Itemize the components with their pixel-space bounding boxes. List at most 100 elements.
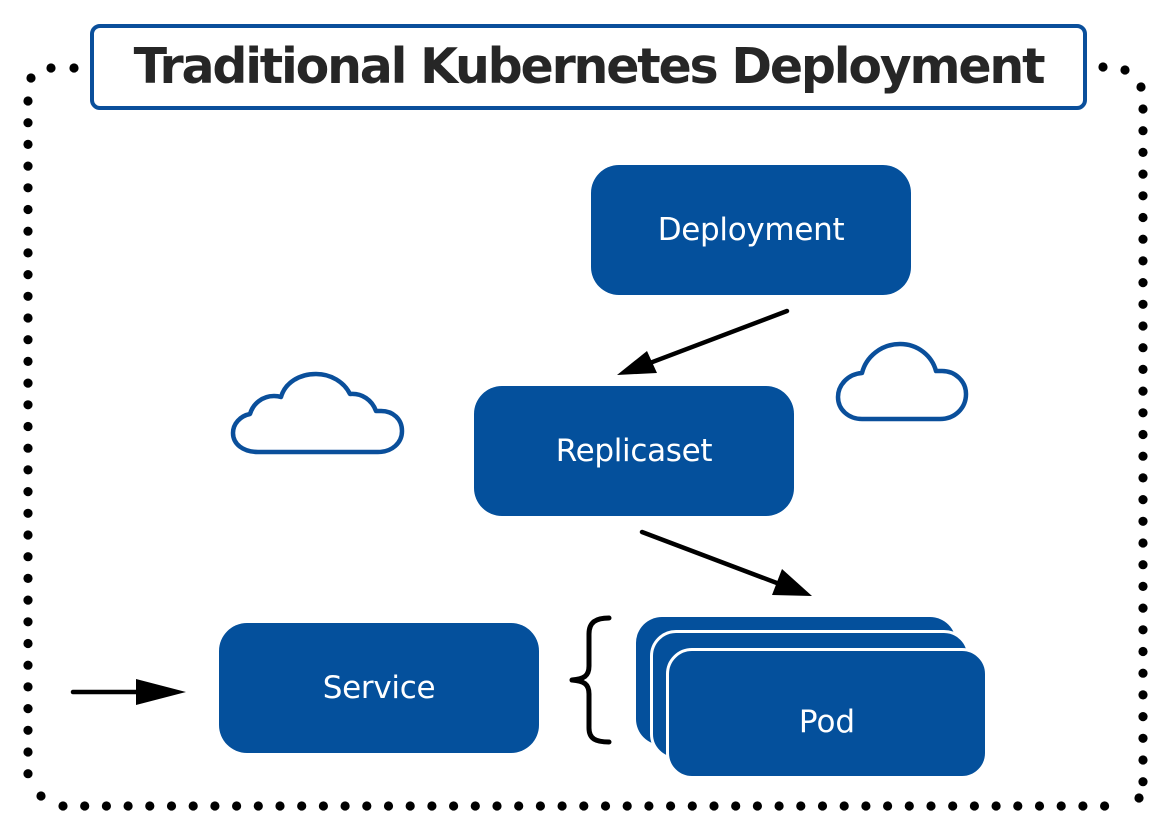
frame-dot <box>1138 126 1148 136</box>
frame-dot <box>23 769 33 779</box>
frame-dot <box>1078 801 1088 811</box>
frame-dot <box>1138 646 1148 657</box>
frame-dot <box>101 801 111 811</box>
frame-dot <box>1138 473 1148 483</box>
frame-dot <box>644 801 654 811</box>
frame-dot <box>1100 801 1110 811</box>
frame-dot <box>23 313 33 323</box>
frame-dot <box>23 617 33 627</box>
frame-dot <box>1138 408 1148 418</box>
frame-dot <box>23 682 33 692</box>
frame-dot <box>253 801 263 811</box>
frame-dot <box>622 801 632 811</box>
frame-dot <box>449 801 459 811</box>
frame-dot <box>23 552 33 562</box>
frame-dot <box>23 487 33 497</box>
frame-dot <box>23 573 33 584</box>
frame-dot <box>1138 256 1148 266</box>
frame-dot <box>23 291 33 301</box>
frame-dot <box>210 801 220 811</box>
frame-dot <box>23 118 33 128</box>
frame-dot <box>23 139 33 149</box>
frame-dot <box>731 801 741 811</box>
frame-dot <box>687 801 697 811</box>
frame-dot <box>969 801 980 811</box>
frame-dot <box>774 801 784 811</box>
frame-dot <box>23 465 33 475</box>
frame-dot <box>166 801 177 811</box>
frame-dot <box>23 226 33 236</box>
arrowhead <box>617 351 657 375</box>
frame-dot <box>1056 801 1066 811</box>
pod-node: Pod <box>666 648 988 779</box>
frame-dot <box>23 747 33 757</box>
frame-dot <box>557 801 567 811</box>
frame-dot <box>1120 65 1130 75</box>
frame-dot <box>23 704 33 714</box>
frame-dot <box>1138 147 1148 157</box>
frame-dot <box>1138 169 1148 179</box>
frame-dot <box>948 801 958 811</box>
frame-dot <box>926 801 936 811</box>
frame-dot <box>991 801 1001 811</box>
frame-dot <box>1138 429 1148 440</box>
frame-dot <box>23 725 33 735</box>
frame-dot <box>796 801 806 811</box>
frame-dot <box>1013 801 1023 811</box>
frame-dot <box>1138 495 1148 505</box>
arrowhead <box>772 569 812 596</box>
frame-dot <box>232 801 242 811</box>
frame-dot <box>383 801 394 811</box>
frame-dot <box>427 801 437 811</box>
diagram-title: Traditional Kubernetes Deployment <box>133 37 1046 95</box>
frame-dot <box>1138 712 1148 722</box>
frame-dot <box>23 660 33 670</box>
frame-dot <box>1138 603 1148 613</box>
frame-dot <box>58 801 68 811</box>
frame-dot <box>1138 560 1148 570</box>
frame-dot <box>817 801 828 811</box>
frame-dot <box>23 443 33 453</box>
frame-dot <box>318 801 328 811</box>
frame-dot <box>23 96 33 106</box>
frame-dot <box>1138 538 1148 548</box>
frame-dot <box>26 73 36 83</box>
frame-dot <box>579 801 589 811</box>
frame-dot <box>23 356 33 366</box>
pod-label: Pod <box>798 703 856 740</box>
frame-dot <box>1138 777 1148 787</box>
frame-dot <box>46 63 56 73</box>
frame-dot <box>1134 793 1144 803</box>
frame-dot <box>1034 801 1045 811</box>
frame-dot <box>23 270 33 280</box>
arrow-deployment-to-replicaset <box>631 308 790 372</box>
frame-dot <box>23 508 33 518</box>
frame-dot <box>514 801 524 811</box>
frame-dot <box>188 801 198 811</box>
frame-dot <box>23 204 33 215</box>
frame-dot <box>36 791 46 801</box>
frame-dot <box>1138 755 1148 765</box>
frame-dot <box>1138 516 1148 526</box>
frame-dot <box>362 801 372 811</box>
frame-dot <box>23 248 33 258</box>
frame-dot <box>145 801 155 811</box>
frame-dot <box>600 801 611 811</box>
frame-dot <box>1138 321 1148 331</box>
frame-dot <box>23 400 33 410</box>
frame-dot <box>883 801 893 811</box>
frame-dot <box>1138 234 1148 244</box>
frame-dot <box>535 801 546 811</box>
frame-dot <box>405 801 415 811</box>
frame-dot <box>297 801 307 811</box>
frame-dot <box>1138 386 1148 396</box>
frame-dot <box>1138 278 1148 288</box>
frame-dot <box>1138 104 1148 114</box>
frame-dot <box>839 801 849 811</box>
frame-dot <box>80 801 90 811</box>
frame-dot <box>1138 191 1148 201</box>
frame-dot <box>23 335 33 345</box>
frame-dot <box>275 801 285 811</box>
frame-dot <box>709 801 719 811</box>
